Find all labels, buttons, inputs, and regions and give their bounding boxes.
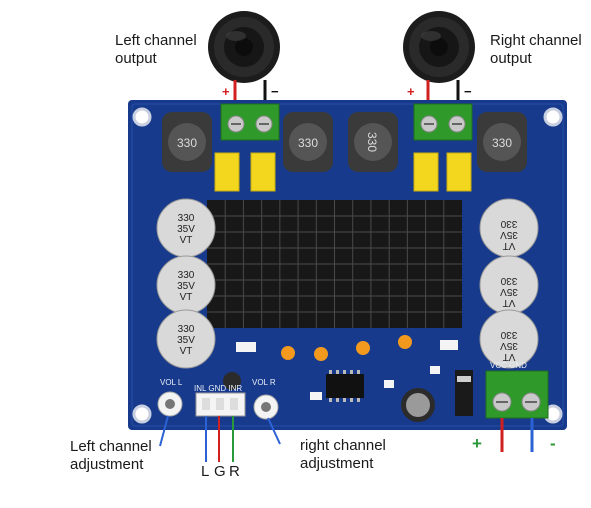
- svg-text:35V: 35V: [500, 229, 518, 240]
- input-r-label: R: [229, 463, 240, 481]
- right-output-minus-sign: −: [464, 84, 472, 99]
- svg-text:330: 330: [492, 136, 512, 150]
- svg-text:VT: VT: [180, 346, 193, 357]
- svg-text:330: 330: [178, 270, 195, 281]
- right-speaker: [403, 11, 475, 83]
- svg-text:VT: VT: [503, 240, 516, 251]
- inductor: 330: [162, 112, 212, 172]
- power-capacitor: [401, 388, 435, 422]
- input-g-label: G: [214, 463, 226, 481]
- input-header: [196, 393, 245, 416]
- svg-text:VT: VT: [503, 297, 516, 308]
- svg-text:35V: 35V: [500, 340, 518, 351]
- svg-text:330: 330: [178, 213, 195, 224]
- left-electrolytic-capacitors: 330 35V VT 330 35V VT 330 35V VT: [157, 199, 215, 368]
- electrolytic-capacitor: VT 35V 330: [480, 310, 538, 368]
- svg-text:330: 330: [298, 136, 318, 150]
- svg-text:330: 330: [500, 275, 517, 286]
- inductor: 330: [477, 112, 527, 172]
- svg-text:VT: VT: [180, 292, 193, 303]
- svg-text:330: 330: [500, 329, 517, 340]
- power-terminal: [486, 371, 548, 418]
- right-output-label: Right channel output: [490, 32, 582, 68]
- diode: [455, 370, 473, 416]
- electrolytic-capacitor: 330 35V VT: [157, 310, 215, 368]
- electrolytic-capacitor: 330 35V VT: [157, 199, 215, 257]
- left-output-terminal: [221, 104, 279, 140]
- svg-text:330: 330: [500, 218, 517, 229]
- silk-input-header: INL GND INR: [194, 384, 242, 393]
- heatsink: [207, 200, 462, 328]
- ic-chip: [326, 370, 364, 402]
- svg-text:330: 330: [177, 136, 197, 150]
- left-output-minus-sign: −: [271, 84, 279, 99]
- silk-vol-l: VOL L: [160, 378, 183, 387]
- right-output-plus-sign: +: [407, 84, 415, 99]
- left-output-plus-sign: +: [222, 84, 230, 99]
- power-plus-sign: +: [472, 434, 482, 453]
- svg-text:35V: 35V: [177, 335, 195, 346]
- svg-text:35V: 35V: [177, 281, 195, 292]
- svg-text:35V: 35V: [177, 224, 195, 235]
- right-output-terminal: [414, 104, 472, 140]
- svg-text:35V: 35V: [500, 286, 518, 297]
- silk-vol-r: VOL R: [252, 378, 276, 387]
- volume-left-knob[interactable]: [158, 392, 182, 416]
- left-adjust-label: Left channel adjustment: [70, 438, 152, 474]
- input-l-label: L: [201, 463, 209, 481]
- volume-right-knob[interactable]: [254, 395, 278, 419]
- svg-text:330: 330: [178, 324, 195, 335]
- inductor: 330: [348, 112, 398, 172]
- electrolytic-capacitor: VT 35V 330: [480, 256, 538, 314]
- right-adjust-label: right channel adjustment: [300, 437, 386, 473]
- power-minus-sign: -: [550, 434, 556, 453]
- inductor: 330: [283, 112, 333, 172]
- electrolytic-capacitor: VT 35V 330: [480, 199, 538, 257]
- left-output-label: Left channel output: [115, 32, 197, 68]
- silk-power: VCC GND: [490, 361, 527, 370]
- svg-text:330: 330: [365, 132, 379, 152]
- svg-text:VT: VT: [180, 235, 193, 246]
- left-speaker: [208, 11, 280, 83]
- electrolytic-capacitor: 330 35V VT: [157, 256, 215, 314]
- right-electrolytic-capacitors: VT 35V 330 VT 35V 330 VT 35V 330: [480, 199, 538, 368]
